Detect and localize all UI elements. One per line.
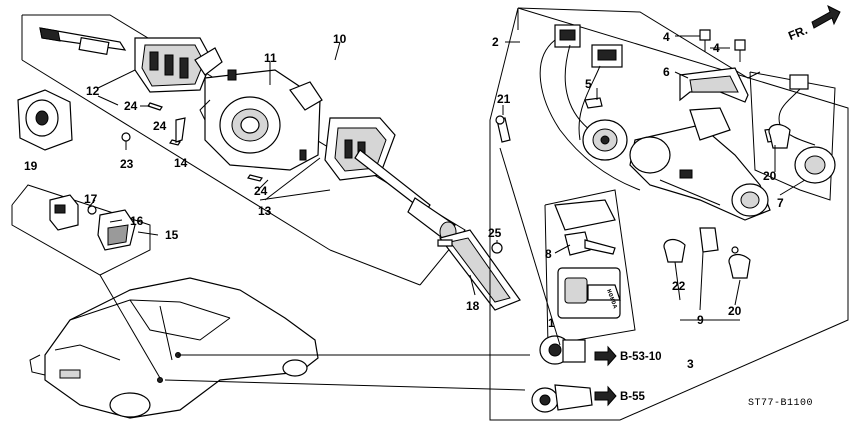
- callout-9: 9: [697, 313, 704, 327]
- diagram-code: ST77-B1100: [748, 398, 813, 409]
- callout-20-a: 20: [763, 169, 777, 183]
- key-set: [554, 199, 621, 319]
- callout-23: 23: [120, 157, 134, 171]
- wiper-switch: [324, 117, 457, 243]
- callout-18: 18: [466, 299, 480, 313]
- cable-reel-housing: [199, 69, 323, 171]
- front-direction-label: FR.: [786, 23, 809, 43]
- callout-19: 19: [24, 159, 38, 173]
- ignition-harness: [539, 24, 641, 191]
- callout-15: 15: [165, 228, 179, 242]
- callout-24-c: 24: [254, 184, 268, 198]
- callout-24-a: 24: [124, 99, 138, 113]
- callout-21: 22: [672, 279, 686, 293]
- callout-10: 10: [333, 32, 347, 46]
- trunk-lock-cylinder: [531, 384, 593, 413]
- key-set-frame: [544, 189, 636, 346]
- callout-13: 13: [258, 204, 272, 218]
- callout-11: 11: [264, 51, 277, 65]
- reference-b-53-10: B-53-10: [620, 351, 662, 363]
- switch-cover: [17, 89, 73, 151]
- steering-lock-body: [629, 107, 771, 221]
- callout-17: 17: [84, 192, 98, 206]
- callout-8: 8: [545, 247, 552, 261]
- callout-2: 2: [492, 35, 499, 49]
- callout-25: 25: [488, 226, 502, 240]
- screw-set-left: [121, 102, 263, 182]
- clips: [663, 123, 791, 279]
- callout-4-a: 4: [663, 30, 670, 44]
- car-silhouette: [29, 277, 319, 419]
- bracket-6: [679, 67, 749, 103]
- callout-4-b: 4: [713, 41, 720, 55]
- callout-22: 21: [497, 92, 511, 106]
- leader-lines: [87, 35, 806, 346]
- callout-6: 6: [663, 65, 670, 79]
- key-cylinder-frame: [749, 71, 836, 201]
- door-lock-cylinder: [539, 335, 586, 365]
- ignition-switch: [582, 97, 628, 161]
- front-direction-arrow-icon: [811, 5, 841, 29]
- sensor-group-frame: [11, 184, 151, 276]
- callout-1: 1: [548, 316, 555, 330]
- bolt-22: [495, 115, 511, 143]
- key-light-part: [437, 229, 521, 311]
- callout-3: 3: [687, 357, 694, 371]
- callout-5: 5: [585, 77, 592, 91]
- callout-24-b: 24: [153, 119, 167, 133]
- reference-arrow-icon: [594, 385, 617, 407]
- callout-14: 14: [174, 156, 188, 170]
- reference-arrow-icon: [594, 345, 617, 367]
- lock-group-frame: [489, 7, 849, 421]
- bolts-4: [699, 29, 746, 62]
- callout-16: 16: [130, 214, 144, 228]
- callout-20-b: 20: [728, 304, 742, 318]
- light-switch-lever: [39, 27, 223, 93]
- reference-b-55: B-55: [620, 391, 646, 403]
- sensor-parts: [49, 194, 136, 251]
- callout-12: 12: [86, 84, 100, 98]
- callout-7: 7: [777, 196, 784, 210]
